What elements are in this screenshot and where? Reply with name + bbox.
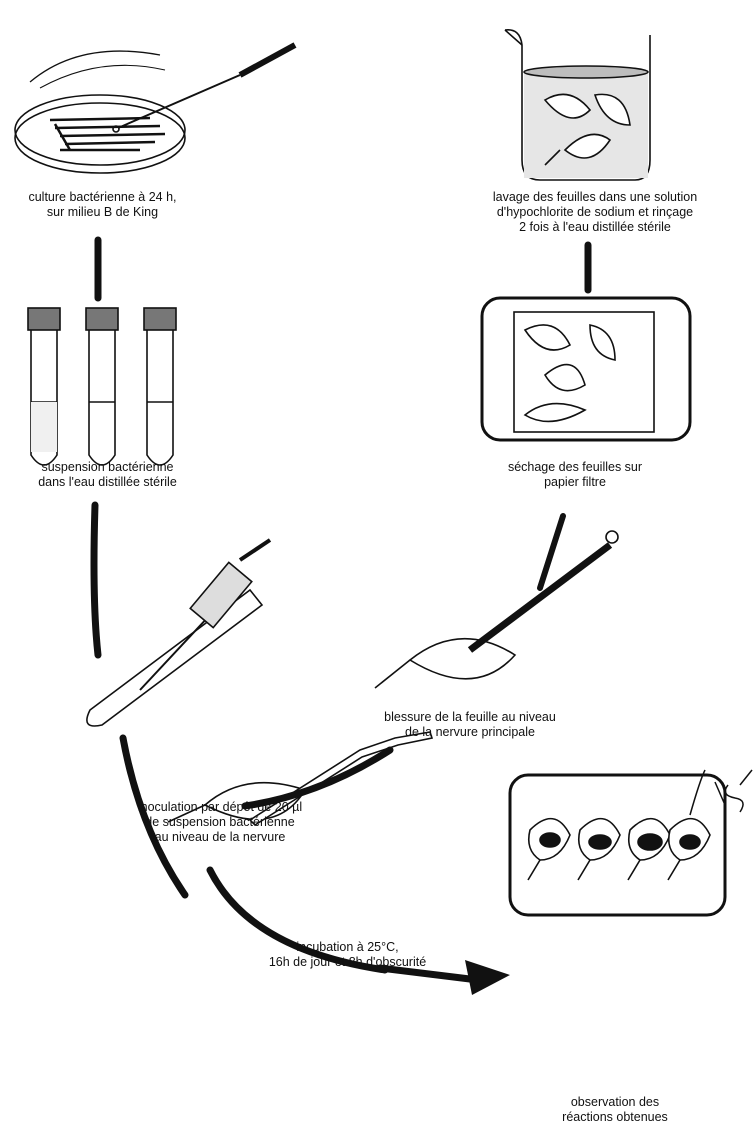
test-tubes-icon: [28, 308, 176, 465]
caption-suspension: suspension bactérienne dans l'eau distil…: [5, 460, 210, 490]
petri-dish-icon: [15, 45, 295, 173]
caption-culture: culture bactérienne à 24 h, sur milieu B…: [20, 190, 185, 220]
caption-incubation: incubation à 25°C, 16h de jour et 8h d'o…: [240, 940, 455, 970]
handwritten-mark: [690, 770, 752, 815]
drying-tray-icon: [482, 298, 690, 440]
scalpel-leaf-icon: [375, 531, 618, 688]
beaker-icon: [505, 30, 650, 180]
caption-blessure: blessure de la feuille au niveau de la n…: [370, 710, 570, 740]
caption-lavage: lavage des feuilles dans une solution d'…: [470, 190, 720, 235]
caption-inoculation: inoculation par dépôt de 20 µl de suspen…: [110, 800, 330, 845]
pipette-icon: [87, 540, 270, 726]
caption-observation: observation des réactions obtenues: [545, 1095, 685, 1125]
results-tray-icon: [510, 775, 725, 915]
caption-sechage: séchage des feuilles sur papier filtre: [490, 460, 660, 490]
